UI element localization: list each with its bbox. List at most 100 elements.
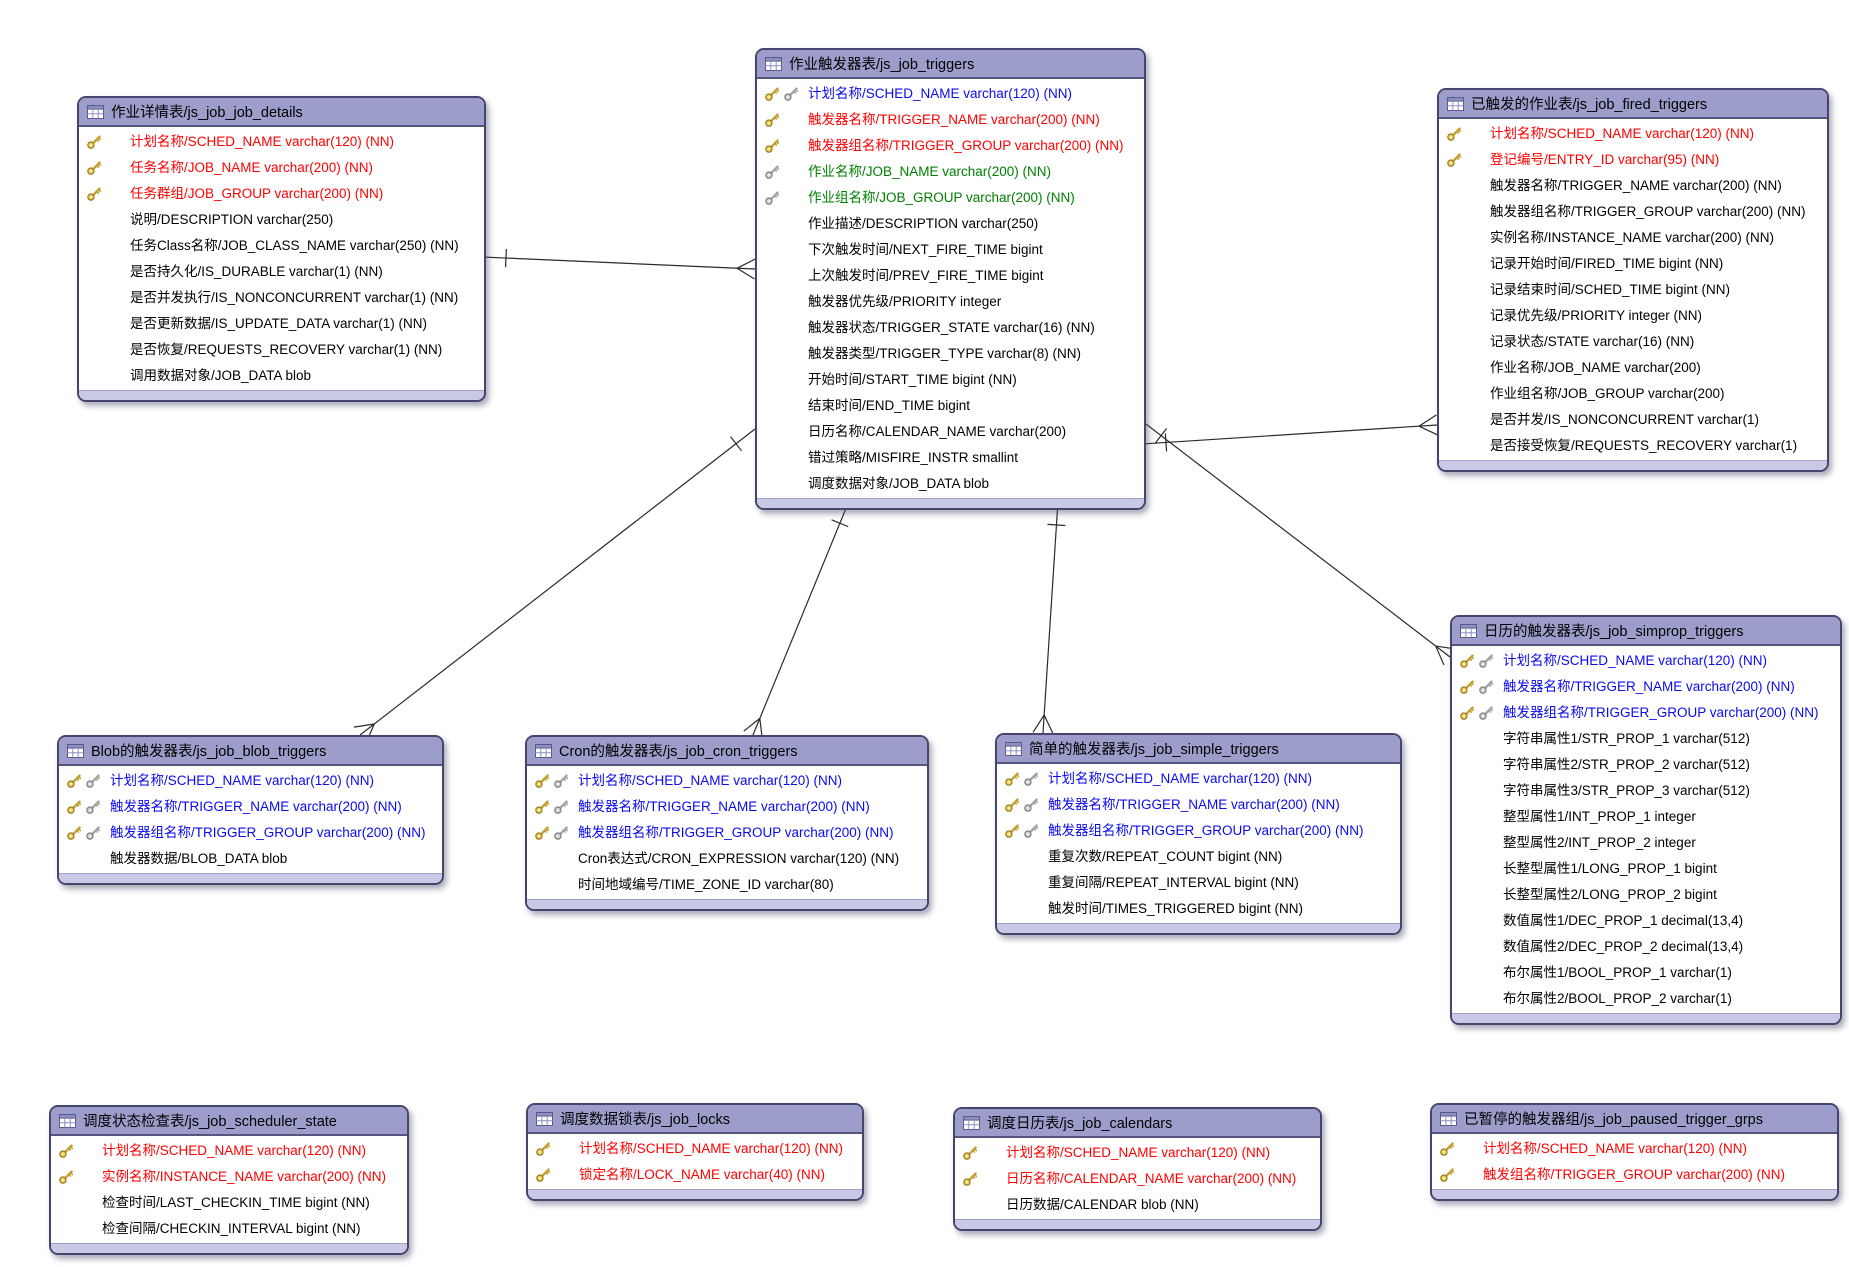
column-row[interactable]: 触发器名称/TRIGGER_NAME varchar(200) (NN)	[997, 792, 1400, 818]
column-row[interactable]: 触发器名称/TRIGGER_NAME varchar(200) (NN)	[527, 794, 927, 820]
column-row[interactable]: 触发器类型/TRIGGER_TYPE varchar(8) (NN)	[757, 341, 1144, 367]
column-row[interactable]: 计划名称/SCHED_NAME varchar(120) (NN)	[997, 766, 1400, 792]
column-row[interactable]: 任务名称/JOB_NAME varchar(200) (NN)	[79, 155, 484, 181]
table-header[interactable]: 作业触发器表/js_job_triggers	[757, 50, 1144, 79]
column-row[interactable]: 是否持久化/IS_DURABLE varchar(1) (NN)	[79, 259, 484, 285]
column-row[interactable]: 作业组名称/JOB_GROUP varchar(200)	[1439, 381, 1827, 407]
table-header[interactable]: 调度数据锁表/js_job_locks	[528, 1105, 862, 1134]
column-row[interactable]: 记录结束时间/SCHED_TIME bigint (NN)	[1439, 277, 1827, 303]
column-row[interactable]: 记录状态/STATE varchar(16) (NN)	[1439, 329, 1827, 355]
table-js_job_triggers[interactable]: 作业触发器表/js_job_triggers 计划名称/SCHED_NAME v…	[755, 48, 1146, 510]
table-header[interactable]: 作业详情表/js_job_job_details	[79, 98, 484, 127]
column-row[interactable]: 开始时间/START_TIME bigint (NN)	[757, 367, 1144, 393]
column-row[interactable]: 实例名称/INSTANCE_NAME varchar(200) (NN)	[51, 1164, 407, 1190]
column-row[interactable]: 任务Class名称/JOB_CLASS_NAME varchar(250) (N…	[79, 233, 484, 259]
column-row[interactable]: 数值属性1/DEC_PROP_1 decimal(13,4)	[1452, 908, 1840, 934]
column-row[interactable]: 说明/DESCRIPTION varchar(250)	[79, 207, 484, 233]
column-row[interactable]: 登记编号/ENTRY_ID varchar(95) (NN)	[1439, 147, 1827, 173]
table-js_job_locks[interactable]: 调度数据锁表/js_job_locks 计划名称/SCHED_NAME varc…	[526, 1103, 864, 1201]
column-row[interactable]: 调度数据对象/JOB_DATA blob	[757, 471, 1144, 497]
column-row[interactable]: 长整型属性2/LONG_PROP_2 bigint	[1452, 882, 1840, 908]
table-js_job_simprop_triggers[interactable]: 日历的触发器表/js_job_simprop_triggers 计划名称/SCH…	[1450, 615, 1842, 1025]
column-row[interactable]: 触发器组名称/TRIGGER_GROUP varchar(200) (NN)	[1439, 199, 1827, 225]
relationship-triggers-to-fired_triggers[interactable]	[1141, 414, 1438, 452]
column-row[interactable]: 触发器优先级/PRIORITY integer	[757, 289, 1144, 315]
column-row[interactable]: 计划名称/SCHED_NAME varchar(120) (NN)	[1439, 121, 1827, 147]
column-row[interactable]: 触发器组名称/TRIGGER_GROUP varchar(200) (NN)	[997, 818, 1400, 844]
column-row[interactable]: 检查间隔/CHECKIN_INTERVAL bigint (NN)	[51, 1216, 407, 1242]
column-row[interactable]: 重复间隔/REPEAT_INTERVAL bigint (NN)	[997, 870, 1400, 896]
table-header[interactable]: 已触发的作业表/js_job_fired_triggers	[1439, 90, 1827, 119]
table-header[interactable]: 简单的触发器表/js_job_simple_triggers	[997, 735, 1400, 764]
column-row[interactable]: 字符串属性2/STR_PROP_2 varchar(512)	[1452, 752, 1840, 778]
column-row[interactable]: 计划名称/SCHED_NAME varchar(120) (NN)	[528, 1136, 862, 1162]
column-row[interactable]: 字符串属性3/STR_PROP_3 varchar(512)	[1452, 778, 1840, 804]
column-row[interactable]: 记录开始时间/FIRED_TIME bigint (NN)	[1439, 251, 1827, 277]
column-row[interactable]: 日历名称/CALENDAR_NAME varchar(200)	[757, 419, 1144, 445]
column-row[interactable]: 作业名称/JOB_NAME varchar(200)	[1439, 355, 1827, 381]
table-js_job_paused_trigger_grps[interactable]: 已暂停的触发器组/js_job_paused_trigger_grps 计划名称…	[1430, 1103, 1839, 1201]
column-row[interactable]: 作业描述/DESCRIPTION varchar(250)	[757, 211, 1144, 237]
table-js_job_blob_triggers[interactable]: Blob的触发器表/js_job_blob_triggers 计划名称/SCHE…	[57, 735, 444, 885]
table-header[interactable]: 调度状态检查表/js_job_scheduler_state	[51, 1107, 407, 1136]
table-js_job_calendars[interactable]: 调度日历表/js_job_calendars 计划名称/SCHED_NAME v…	[953, 1107, 1322, 1231]
column-row[interactable]: 布尔属性1/BOOL_PROP_1 varchar(1)	[1452, 960, 1840, 986]
column-row[interactable]: 布尔属性2/BOOL_PROP_2 varchar(1)	[1452, 986, 1840, 1012]
column-row[interactable]: 实例名称/INSTANCE_NAME varchar(200) (NN)	[1439, 225, 1827, 251]
column-row[interactable]: 触发器状态/TRIGGER_STATE varchar(16) (NN)	[757, 315, 1144, 341]
column-row[interactable]: 时间地域编号/TIME_ZONE_ID varchar(80)	[527, 872, 927, 898]
column-row[interactable]: 触发器名称/TRIGGER_NAME varchar(200) (NN)	[1439, 173, 1827, 199]
column-row[interactable]: 整型属性1/INT_PROP_1 integer	[1452, 804, 1840, 830]
table-header[interactable]: Cron的触发器表/js_job_cron_triggers	[527, 737, 927, 766]
table-header[interactable]: 调度日历表/js_job_calendars	[955, 1109, 1320, 1138]
column-row[interactable]: 计划名称/SCHED_NAME varchar(120) (NN)	[527, 768, 927, 794]
column-row[interactable]: 锁定名称/LOCK_NAME varchar(40) (NN)	[528, 1162, 862, 1188]
column-row[interactable]: 下次触发时间/NEXT_FIRE_TIME bigint	[757, 237, 1144, 263]
table-js_job_scheduler_state[interactable]: 调度状态检查表/js_job_scheduler_state 计划名称/SCHE…	[49, 1105, 409, 1255]
relationship-triggers-to-cron_triggers[interactable]	[743, 500, 850, 739]
column-row[interactable]: 计划名称/SCHED_NAME varchar(120) (NN)	[757, 81, 1144, 107]
table-header[interactable]: Blob的触发器表/js_job_blob_triggers	[59, 737, 442, 766]
column-row[interactable]: 计划名称/SCHED_NAME varchar(120) (NN)	[59, 768, 442, 794]
relationship-triggers-to-blob_triggers[interactable]	[353, 428, 756, 744]
column-row[interactable]: 任务群组/JOB_GROUP varchar(200) (NN)	[79, 181, 484, 207]
column-row[interactable]: 日历名称/CALENDAR_NAME varchar(200) (NN)	[955, 1166, 1320, 1192]
table-js_job_job_details[interactable]: 作业详情表/js_job_job_details 计划名称/SCHED_NAME…	[77, 96, 486, 402]
column-row[interactable]: 触发器组名称/TRIGGER_GROUP varchar(200) (NN)	[59, 820, 442, 846]
column-row[interactable]: 是否更新数据/IS_UPDATE_DATA varchar(1) (NN)	[79, 311, 484, 337]
relationship-triggers-to-simple_triggers[interactable]	[1032, 500, 1066, 734]
column-row[interactable]: 触发器名称/TRIGGER_NAME varchar(200) (NN)	[757, 107, 1144, 133]
column-row[interactable]: 触发器组名称/TRIGGER_GROUP varchar(200) (NN)	[757, 133, 1144, 159]
column-row[interactable]: 数值属性2/DEC_PROP_2 decimal(13,4)	[1452, 934, 1840, 960]
table-js_job_simple_triggers[interactable]: 简单的触发器表/js_job_simple_triggers 计划名称/SCHE…	[995, 733, 1402, 935]
column-row[interactable]: 是否恢复/REQUESTS_RECOVERY varchar(1) (NN)	[79, 337, 484, 363]
column-row[interactable]: 触发组名称/TRIGGER_GROUP varchar(200) (NN)	[1432, 1162, 1837, 1188]
column-row[interactable]: 计划名称/SCHED_NAME varchar(120) (NN)	[955, 1140, 1320, 1166]
column-row[interactable]: 字符串属性1/STR_PROP_1 varchar(512)	[1452, 726, 1840, 752]
column-row[interactable]: 日历数据/CALENDAR blob (NN)	[955, 1192, 1320, 1218]
column-row[interactable]: 记录优先级/PRIORITY integer (NN)	[1439, 303, 1827, 329]
column-row[interactable]: 触发器数据/BLOB_DATA blob	[59, 846, 442, 872]
table-js_job_cron_triggers[interactable]: Cron的触发器表/js_job_cron_triggers 计划名称/SCHE…	[525, 735, 929, 911]
column-row[interactable]: 错过策略/MISFIRE_INSTR smallint	[757, 445, 1144, 471]
column-row[interactable]: 是否并发/IS_NONCONCURRENT varchar(1)	[1439, 407, 1827, 433]
column-row[interactable]: 计划名称/SCHED_NAME varchar(120) (NN)	[51, 1138, 407, 1164]
column-row[interactable]: 计划名称/SCHED_NAME varchar(120) (NN)	[1452, 648, 1840, 674]
column-row[interactable]: 调用数据对象/JOB_DATA blob	[79, 363, 484, 389]
column-row[interactable]: 触发器名称/TRIGGER_NAME varchar(200) (NN)	[1452, 674, 1840, 700]
column-row[interactable]: Cron表达式/CRON_EXPRESSION varchar(120) (NN…	[527, 846, 927, 872]
table-js_job_fired_triggers[interactable]: 已触发的作业表/js_job_fired_triggers 计划名称/SCHED…	[1437, 88, 1829, 472]
column-row[interactable]: 是否并发执行/IS_NONCONCURRENT varchar(1) (NN)	[79, 285, 484, 311]
table-header[interactable]: 日历的触发器表/js_job_simprop_triggers	[1452, 617, 1840, 646]
relationship-job_details-to-triggers[interactable]	[481, 249, 756, 280]
column-row[interactable]: 触发时间/TIMES_TRIGGERED bigint (NN)	[997, 896, 1400, 922]
table-header[interactable]: 已暂停的触发器组/js_job_paused_trigger_grps	[1432, 1105, 1837, 1134]
column-row[interactable]: 重复次数/REPEAT_COUNT bigint (NN)	[997, 844, 1400, 870]
column-row[interactable]: 是否接受恢复/REQUESTS_RECOVERY varchar(1)	[1439, 433, 1827, 459]
column-row[interactable]: 整型属性2/INT_PROP_2 integer	[1452, 830, 1840, 856]
column-row[interactable]: 触发器组名称/TRIGGER_GROUP varchar(200) (NN)	[527, 820, 927, 846]
column-row[interactable]: 计划名称/SCHED_NAME varchar(120) (NN)	[1432, 1136, 1837, 1162]
column-row[interactable]: 作业组名称/JOB_GROUP varchar(200) (NN)	[757, 185, 1144, 211]
column-row[interactable]: 触发器名称/TRIGGER_NAME varchar(200) (NN)	[59, 794, 442, 820]
column-row[interactable]: 结束时间/END_TIME bigint	[757, 393, 1144, 419]
